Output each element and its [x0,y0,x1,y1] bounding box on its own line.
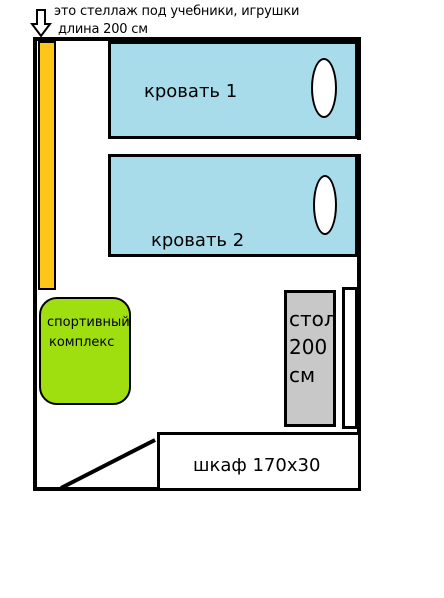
door-line [60,438,156,490]
sports-complex-line-1: спортивный [47,315,130,330]
bed-2-label: кровать 2 [151,230,245,251]
desk-line-1: стол [289,307,337,331]
desk: стол 200 см [284,290,337,427]
wardrobe: шкаф 170х30 [157,432,361,491]
annotation-line-1: это стеллаж под учебники, игрушки [54,4,300,19]
sports-complex: спортивный комплекс [39,297,131,405]
annotation-line-2: длина 200 см [58,22,148,37]
bed-1-label: кровать 1 [144,81,238,102]
desk-line-2: 200 [289,335,328,359]
bookshelf [38,41,56,290]
arrow-down-icon [30,9,52,38]
wall-opening [355,140,363,154]
desk-line-3: см [289,363,316,387]
wardrobe-label: шкаф 170х30 [193,455,321,476]
bed-2-pillow [313,175,337,235]
bed-1-pillow [311,58,337,118]
sports-complex-line-2: комплекс [49,335,115,350]
window [342,287,358,429]
